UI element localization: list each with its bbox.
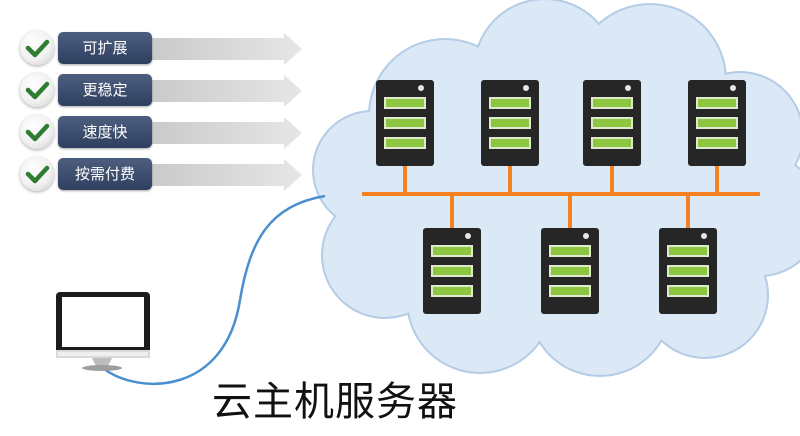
check-icon [20,115,54,149]
server-icon [583,80,641,166]
server-icon [376,80,434,166]
feature-row-scalable: 可扩展 [20,31,302,65]
feature-label: 可扩展 [58,32,152,64]
server-icon [659,228,717,314]
feature-row-stable: 更稳定 [20,73,302,107]
server-icon [541,228,599,314]
check-icon [20,157,54,191]
arrow-right-icon [146,33,302,65]
check-icon [20,73,54,107]
feature-row-pay-as-you-go: 按需付费 [20,157,302,191]
server-group [376,80,746,314]
feature-label: 速度快 [58,116,152,148]
diagram-caption: 云主机服务器 [212,379,458,425]
feature-label: 按需付费 [58,158,152,190]
feature-row-fast: 速度快 [20,115,302,149]
arrow-right-icon [146,159,302,191]
monitor-icon [56,292,150,371]
server-icon [481,80,539,166]
arrow-right-icon [146,75,302,107]
check-icon [20,31,54,65]
network-bus [362,162,760,228]
cloud-shape [312,0,800,377]
arrow-right-icon [146,117,302,149]
server-icon [688,80,746,166]
feature-label: 更稳定 [58,74,152,106]
server-icon [423,228,481,314]
network-cable [103,194,326,385]
